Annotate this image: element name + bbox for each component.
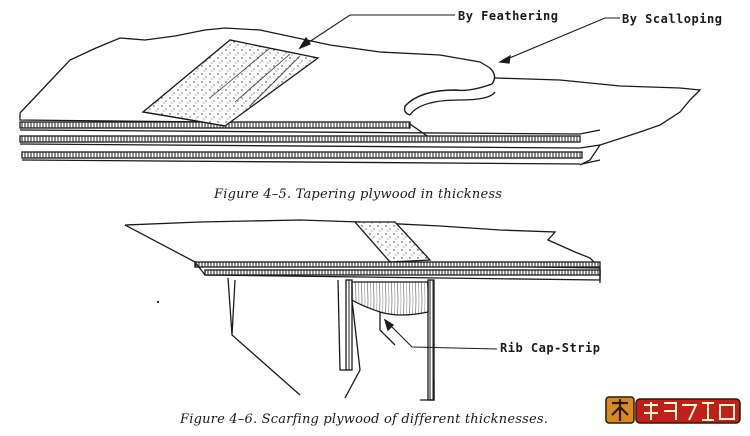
watermark-logo (605, 396, 741, 424)
scallop-curve (403, 67, 496, 116)
top-sheet-surface (19, 27, 491, 114)
figure-4-6-drawing (124, 219, 601, 401)
stray-mark (156, 300, 160, 304)
scarf-joint (353, 221, 432, 263)
right-surface (494, 77, 702, 166)
caption-figure-4-6: Figure 4–6. Scarfing plywood of differen… (180, 412, 549, 427)
label-by-feathering: By Feathering (458, 9, 559, 23)
leader-rib-cap-strip (384, 319, 498, 350)
figure-4-5-drawing (19, 14, 702, 166)
ply-layer-3 (21, 151, 583, 159)
rib-ply-right (427, 279, 435, 401)
rib-left-wall (227, 277, 301, 396)
label-rib-cap-strip: Rib Cap-Strip (500, 341, 601, 355)
feathered-band (141, 39, 320, 127)
scarf-top-sheet (124, 219, 601, 283)
rib-cap-strip (351, 281, 429, 316)
caption-figure-4-5: Figure 4–5. Tapering plywood in thicknes… (214, 187, 503, 202)
leader-feathering (299, 14, 455, 49)
leader-scalloping (499, 17, 620, 63)
rib-ply-left (345, 279, 353, 371)
label-by-scalloping: By Scalloping (622, 12, 723, 26)
ply-layer-2 (19, 135, 581, 143)
